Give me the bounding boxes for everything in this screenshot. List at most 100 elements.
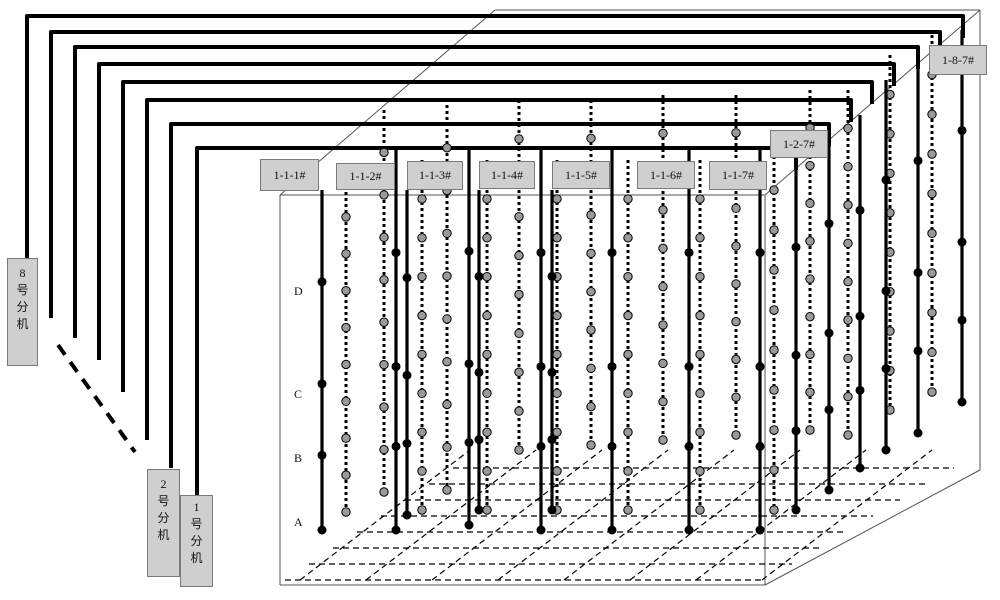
sensor-node-solid [855, 311, 865, 321]
sensor-node [586, 210, 596, 220]
sensor-node [658, 281, 668, 292]
sensor-node [695, 349, 705, 360]
sensor-node [586, 248, 596, 259]
sensor-node [442, 399, 452, 410]
sensor-node [482, 233, 492, 243]
floor-depth-line [761, 449, 933, 581]
sensor-node [586, 440, 596, 450]
bus-lines [25, 14, 965, 495]
sensor-node-solid [607, 525, 617, 535]
sensor-node [514, 289, 524, 300]
sensor-node [586, 363, 596, 374]
sensor-node [927, 268, 937, 278]
sensor-node [514, 445, 524, 455]
sensor-node [927, 307, 937, 318]
sensor-node [552, 349, 562, 360]
sensor-node-solid [913, 156, 923, 166]
sensor-node [731, 279, 741, 289]
level-c-label: C [294, 387, 303, 401]
sensor-node [658, 128, 668, 139]
controller-1-number: 1 [193, 500, 200, 514]
sensor-node [379, 359, 389, 370]
sensor-node [552, 427, 562, 437]
sensor-node-solid [755, 248, 765, 258]
sensor-node [731, 354, 741, 365]
sensor-node-solid [855, 385, 865, 395]
sensor-node [843, 353, 853, 364]
controller-8-char3: 机 [16, 317, 29, 331]
sensor-node-solid [755, 441, 765, 451]
omitted-units-dash [56, 343, 137, 454]
sensor-node [695, 427, 705, 437]
sensor-node [417, 466, 427, 476]
sensor-label-1-1-1: 1-1-1# [260, 159, 319, 191]
sensor-node-solid [391, 441, 401, 451]
sensor-node [341, 285, 351, 296]
sensor-node [341, 507, 351, 517]
floor-grid [285, 449, 954, 581]
sensor-label-1-1-7: 1-1-7# [709, 161, 767, 190]
sensor-node-solid [464, 520, 474, 530]
omitted-units-dashes [56, 343, 137, 454]
sensor-node-solid [755, 525, 765, 535]
sensor-node [514, 406, 524, 416]
sensor-node [843, 315, 853, 325]
sensor-node-solid [547, 271, 557, 281]
sensor-node [341, 322, 351, 333]
sensor-node-solid [317, 277, 327, 287]
controller-1-char3: 机 [190, 551, 203, 565]
sensor-node [341, 470, 351, 480]
sensor-node [341, 396, 351, 407]
controller-2-label: 2 号 分 机 [147, 469, 180, 577]
sensor-node [805, 349, 815, 360]
sensor-node [379, 190, 389, 200]
sensor-node [552, 194, 562, 204]
sensor-node-solid [791, 426, 801, 436]
sensor-node [379, 232, 389, 243]
sensor-node [805, 198, 815, 209]
sensor-node-solid [474, 367, 484, 377]
sensor-node [341, 359, 351, 370]
sensor-node [843, 276, 853, 287]
sensor-node [769, 265, 779, 275]
sensor-node [805, 311, 815, 322]
sensor-label-1-1-5: 1-1-5# [552, 161, 610, 189]
sensor-node [695, 388, 705, 399]
sensor-node-solid [607, 441, 617, 451]
sensor-node [482, 427, 492, 437]
sensor-node [379, 402, 389, 412]
sensor-node [442, 485, 452, 495]
bus-line [195, 146, 798, 495]
sensor-node [769, 385, 779, 395]
sensor-node-solid [474, 271, 484, 281]
controller-1-char2: 分 [190, 534, 203, 548]
sensor-node-solid [402, 510, 412, 520]
cube-edge [764, 469, 981, 586]
sensor-node [927, 188, 937, 199]
sensor-node-solid [391, 248, 401, 258]
sensor-node [731, 203, 741, 214]
sensor-node-solid [464, 246, 474, 256]
floor-depth-line [563, 449, 735, 581]
sensor-node [379, 317, 389, 327]
sensor-node [695, 505, 705, 515]
sensor-node-solid [547, 505, 557, 515]
sensor-node [586, 401, 596, 412]
sensor-node [623, 466, 633, 476]
controller-2-number: 2 [160, 477, 167, 491]
level-b-label: B [294, 451, 303, 465]
sensor-node [514, 134, 524, 144]
sensor-node [927, 228, 937, 239]
sensor-node [623, 194, 633, 204]
sensor-node [843, 238, 853, 249]
sensor-node-solid [824, 485, 834, 495]
controller-2-char3: 机 [157, 528, 170, 542]
sensor-label-1-1-3: 1-1-3# [407, 161, 463, 190]
sensor-node [658, 243, 668, 254]
sensor-node [658, 435, 668, 445]
sensor-node [623, 427, 633, 437]
level-d-label: D [294, 284, 303, 298]
sensor-node [695, 233, 705, 243]
sensor-node-solid [855, 205, 865, 215]
sensor-node-solid [547, 367, 557, 377]
